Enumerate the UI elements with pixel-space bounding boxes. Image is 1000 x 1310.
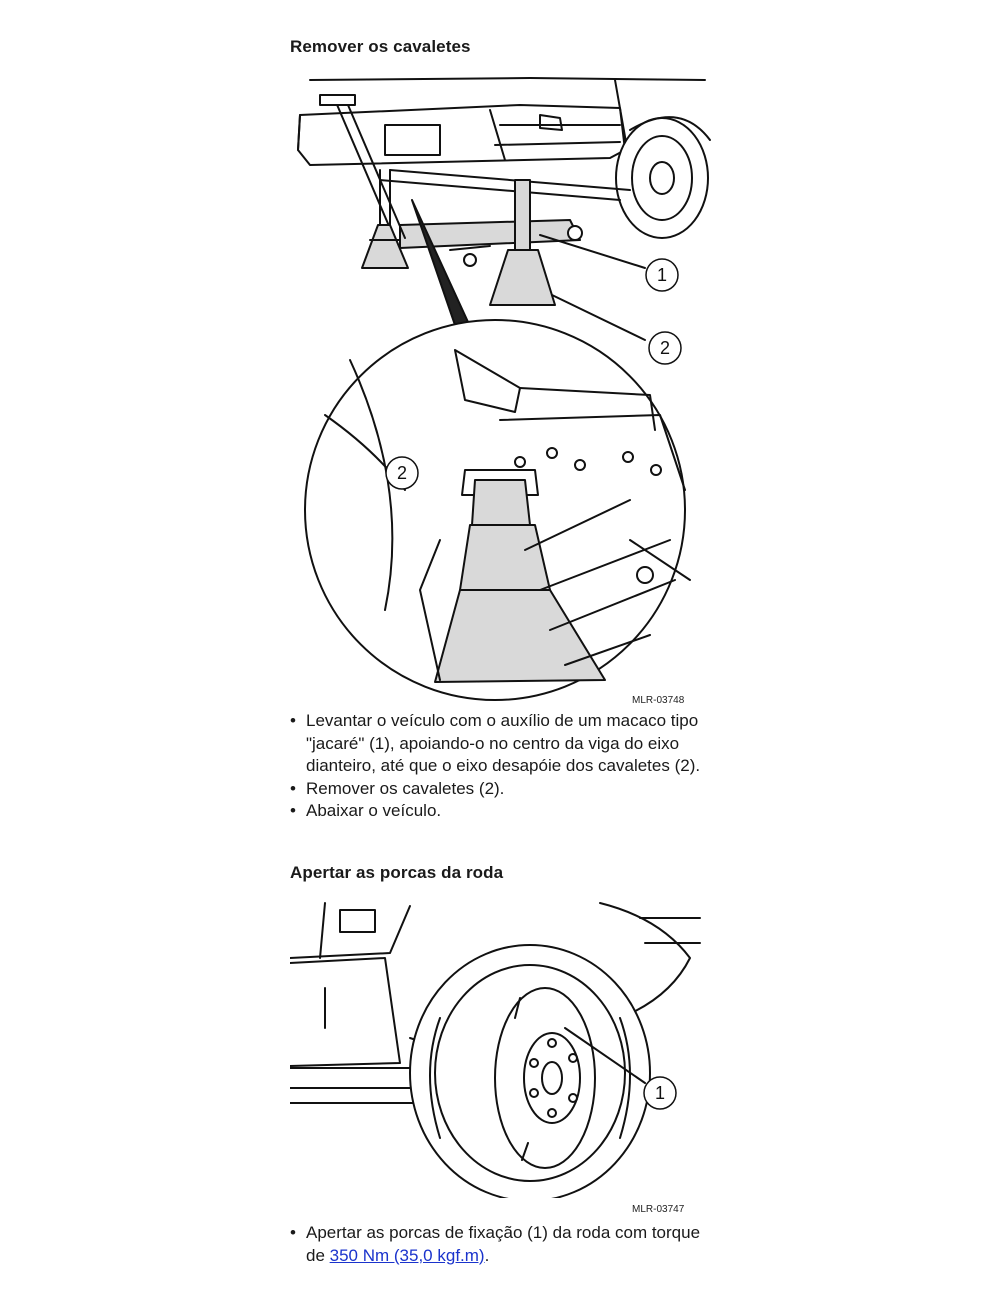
instruction-text: Apertar as porcas de fixação (1) da roda… — [306, 1223, 701, 1265]
section-heading-tighten-nuts: Apertar as porcas da roda — [290, 863, 504, 882]
callout-1-label: 1 — [657, 265, 667, 285]
figure-code-2: MLR-03747 — [632, 1204, 685, 1215]
instruction-list-1: Levantar o veículo com o auxílio de um m… — [290, 710, 720, 823]
instruction-item: Remover os cavaletes (2). — [290, 778, 720, 801]
callout-2-detail-circle — [385, 456, 419, 490]
instruction-item: Apertar as porcas de fixação (1) da roda… — [290, 1222, 720, 1267]
torque-spec-link[interactable]: 350 Nm (35,0 kgf.m) — [329, 1245, 485, 1265]
instruction-item: Abaixar o veículo. — [290, 800, 720, 823]
callout-2-detail-label: 2 — [397, 463, 407, 483]
instruction-item: Levantar o veículo com o auxílio de um m… — [290, 710, 720, 778]
wheel-lug-nuts-illustration: 1 — [290, 902, 701, 1198]
figure-tighten-nuts: 1 — [290, 898, 720, 1198]
callout-2-circle — [648, 331, 682, 365]
callout-1-circle — [645, 258, 679, 292]
callout-2-label: 2 — [660, 338, 670, 358]
figure-remove-stands: 1 2 2 — [290, 70, 720, 710]
callout-lug-nut-label: 1 — [655, 1083, 665, 1103]
figure-code-1: MLR-03748 — [632, 695, 685, 706]
instruction-suffix: . — [484, 1245, 490, 1265]
truck-jack-stands-illustration: 1 2 2 — [297, 77, 711, 701]
instruction-list-2: Apertar as porcas de fixação (1) da roda… — [290, 1222, 720, 1267]
section-heading-remove-stands: Remover os cavaletes — [290, 37, 471, 56]
callout-lug-nut-circle — [643, 1076, 677, 1110]
